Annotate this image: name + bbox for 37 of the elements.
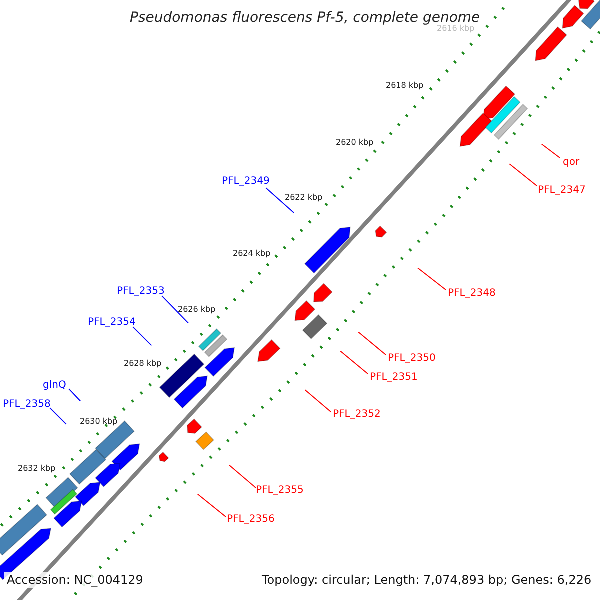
tick-label: 2626 kbp: [178, 306, 216, 314]
leader-line: [509, 164, 538, 186]
leader-line: [132, 326, 152, 346]
gene-label: PFL_2352: [333, 410, 381, 420]
gene-label: PFL_2355: [256, 486, 304, 496]
leader-line: [417, 268, 446, 290]
gene-label: PFL_2348: [448, 289, 496, 299]
tick-label: 2624 kbp: [233, 250, 271, 258]
leader-line: [197, 494, 226, 518]
tick-label: 2618 kbp: [386, 82, 424, 90]
gene-label: PFL_2356: [227, 515, 275, 525]
tick-label: 2630 kbp: [80, 418, 118, 426]
gene-label: PFL_2347: [538, 186, 586, 196]
gene-label: PFL_2349: [222, 177, 270, 187]
tick-label: 2628 kbp: [124, 360, 162, 368]
leader-line: [162, 296, 190, 324]
gene-label: glnQ: [43, 381, 66, 391]
leader-line: [50, 408, 67, 425]
genome-summary: Topology: circular; Length: 7,074,893 bp; Genes: 6,226: [262, 574, 592, 586]
tick-label: 2620 kbp: [336, 139, 374, 147]
gene-label: PFL_2358: [3, 400, 51, 410]
title: Pseudomonas fluorescens Pf-5, complete genome: [130, 11, 480, 25]
leader-line: [266, 188, 295, 214]
tick-label: 2632 kbp: [18, 465, 56, 473]
gene-label: PFL_2354: [88, 318, 136, 328]
leader-line: [358, 332, 386, 356]
gene-label: PFL_2353: [117, 287, 165, 297]
leader-line: [541, 144, 560, 158]
gene-label: PFL_2350: [388, 354, 436, 364]
leader-line: [68, 388, 82, 402]
leader-line: [304, 390, 332, 412]
gene-label: qor: [563, 158, 580, 168]
leader-line: [228, 464, 256, 488]
tick-label: 2616 kbp: [437, 25, 475, 33]
tick-label: 2622 kbp: [285, 194, 323, 202]
leader-line: [340, 350, 368, 374]
gene-label: PFL_2351: [370, 373, 418, 383]
